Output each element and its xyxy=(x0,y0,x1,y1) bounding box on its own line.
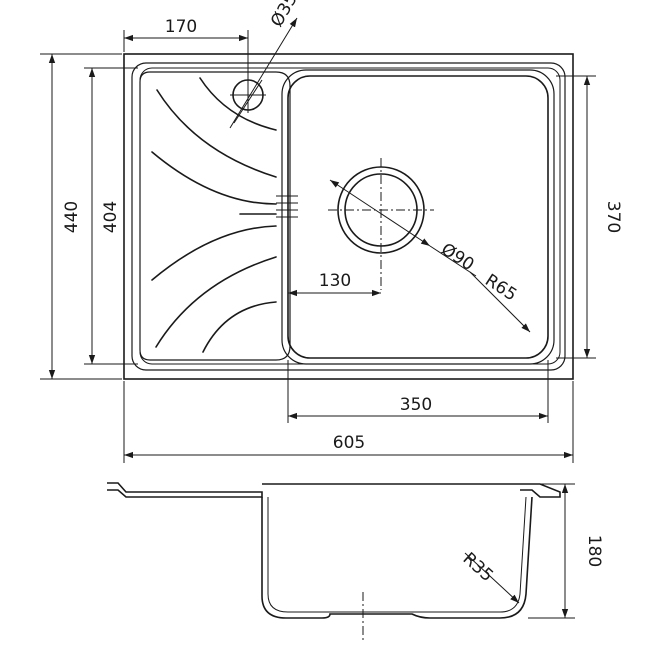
dimension-section-radius: R35 xyxy=(459,549,520,604)
dimension-370: 370 xyxy=(556,75,623,359)
dimension-605: 605 xyxy=(123,381,574,463)
dim-label-440: 440 xyxy=(62,201,82,233)
drainboard-outline xyxy=(139,71,291,361)
dimension-180: 180 xyxy=(528,483,604,619)
section-rim-right xyxy=(262,483,561,498)
section-bowl-outer xyxy=(261,496,533,619)
sink-rim xyxy=(131,62,566,371)
drainboard-ribs xyxy=(151,77,298,353)
bowl-outer xyxy=(281,69,555,365)
sink-outer-outline xyxy=(123,53,574,380)
dimension-corner-radius: R65 xyxy=(469,270,531,333)
section-view xyxy=(107,482,561,640)
dimension-440: 440 xyxy=(40,53,122,380)
sink-rim-inner xyxy=(139,67,561,365)
dim-label-130: 130 xyxy=(319,271,351,291)
dim-label-r65: R65 xyxy=(481,270,520,305)
dim-label-r35: R35 xyxy=(459,549,497,586)
dimension-170: 170 xyxy=(123,17,249,80)
section-bowl-inner xyxy=(267,496,527,613)
dim-label-170: 170 xyxy=(165,17,197,37)
dim-label-350: 350 xyxy=(400,395,432,415)
dim-label-404: 404 xyxy=(101,201,121,233)
dimension-404: 404 xyxy=(84,67,138,365)
top-view xyxy=(123,53,574,380)
dim-label-phi35: Ø35 xyxy=(267,0,302,31)
section-deck xyxy=(107,482,263,498)
dim-label-370: 370 xyxy=(603,201,623,233)
dimension-350: 350 xyxy=(287,360,549,423)
dimension-drain-diameter: Ø90 xyxy=(329,179,478,277)
dimension-130: 130 xyxy=(288,271,381,297)
bowl-inner xyxy=(287,75,549,359)
dim-label-180: 180 xyxy=(584,535,604,567)
dim-label-phi90: Ø90 xyxy=(437,239,477,275)
dim-label-605: 605 xyxy=(333,433,365,453)
